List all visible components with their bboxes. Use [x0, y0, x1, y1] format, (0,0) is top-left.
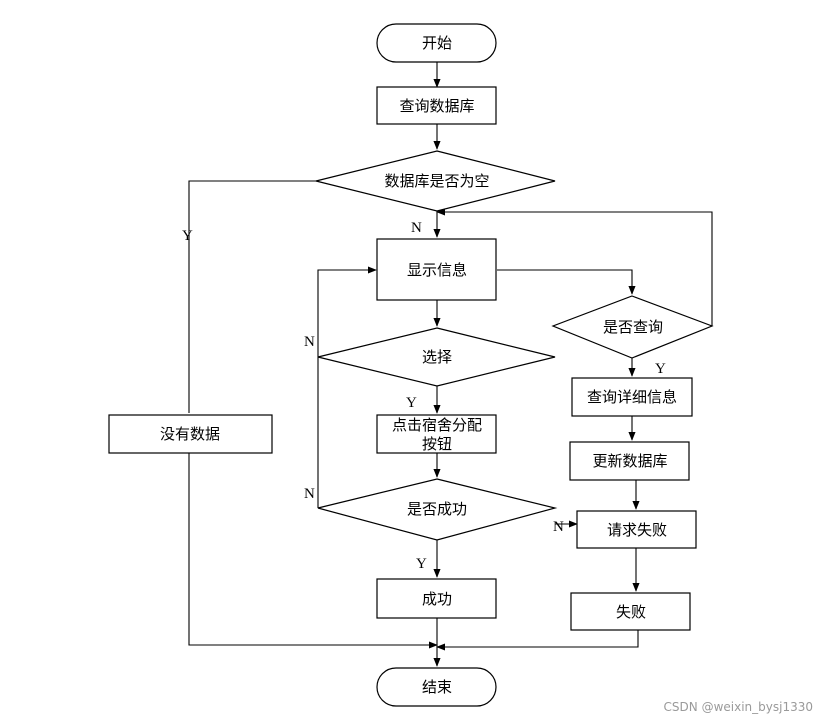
show-info-box — [376, 238, 497, 301]
is-success-label: 是否成功 — [407, 500, 467, 518]
branch-y-is-success: Y — [416, 556, 427, 572]
is-success-diamond — [317, 478, 558, 541]
edge-is-query-back-to-top — [436, 208, 713, 326]
node-no-data: 没有数据 — [108, 414, 273, 454]
query-db-box — [376, 86, 497, 125]
node-update-db: 更新数据库 — [569, 441, 690, 481]
no-data-label: 没有数据 — [160, 425, 220, 443]
db-empty-label: 数据库是否为空 — [384, 172, 489, 190]
end-label: 结束 — [422, 678, 452, 696]
update-db-box — [569, 441, 690, 481]
success-label: 成功 — [422, 590, 452, 608]
edge-fail-to-end — [436, 630, 639, 651]
node-success: 成功 — [376, 578, 497, 619]
db-empty-diamond — [315, 150, 556, 212]
csdn-watermark: CSDN @weixin_bysj1330 — [664, 700, 813, 714]
query-detail-label: 查询详细信息 — [587, 388, 677, 406]
edge-db-empty-y-to-no-data — [188, 180, 316, 413]
assign-label-line2: 按钮 — [422, 435, 452, 453]
edge-show-info-to-is-query — [497, 269, 636, 295]
branch-n-db-empty: N — [411, 220, 422, 236]
branch-n-to-request-fail: N — [553, 519, 564, 535]
edge-no-data-to-end — [188, 453, 438, 649]
fail-label: 失败 — [616, 603, 646, 621]
edge-select-n-to-show-info — [317, 266, 377, 357]
node-end: 结束 — [376, 667, 497, 707]
update-db-label: 更新数据库 — [592, 452, 667, 470]
connectors — [188, 62, 713, 667]
start-terminator — [376, 23, 497, 63]
end-terminator — [376, 667, 497, 707]
branch-y-db-empty: Y — [182, 228, 193, 244]
node-is-query: 是否查询 — [551, 295, 714, 359]
is-query-label: 是否查询 — [603, 318, 663, 336]
start-label: 开始 — [422, 34, 452, 52]
select-label: 选择 — [422, 348, 452, 366]
no-data-box — [108, 414, 273, 454]
node-query-db: 查询数据库 — [376, 86, 497, 125]
node-query-detail: 查询详细信息 — [571, 377, 693, 417]
node-show-info: 显示信息 — [376, 238, 497, 301]
branch-n-select: N — [304, 334, 315, 350]
node-db-empty: 数据库是否为空 — [315, 150, 556, 212]
select-diamond — [317, 327, 556, 387]
branch-y-is-query: Y — [655, 361, 666, 377]
request-fail-label: 请求失败 — [607, 521, 667, 539]
node-select: 选择 — [317, 327, 556, 387]
show-info-label: 显示信息 — [407, 261, 467, 279]
query-db-label: 查询数据库 — [399, 97, 474, 115]
branch-y-select: Y — [406, 395, 417, 411]
branch-labels: Y N N Y N Y N Y — [182, 220, 666, 572]
node-assign-button: 点击宿舍分配 按钮 — [376, 414, 497, 454]
node-is-success: 是否成功 — [317, 478, 558, 541]
assign-label-line1: 点击宿舍分配 — [392, 416, 482, 434]
request-fail-box — [576, 510, 697, 549]
is-query-diamond — [551, 295, 714, 359]
node-request-fail: 请求失败 — [576, 510, 697, 549]
assign-box — [376, 414, 497, 454]
fail-box — [570, 592, 691, 631]
node-fail: 失败 — [570, 592, 691, 631]
branch-n-is-success: N — [304, 486, 315, 502]
success-box — [376, 578, 497, 619]
query-detail-box — [571, 377, 693, 417]
node-start: 开始 — [376, 23, 497, 63]
